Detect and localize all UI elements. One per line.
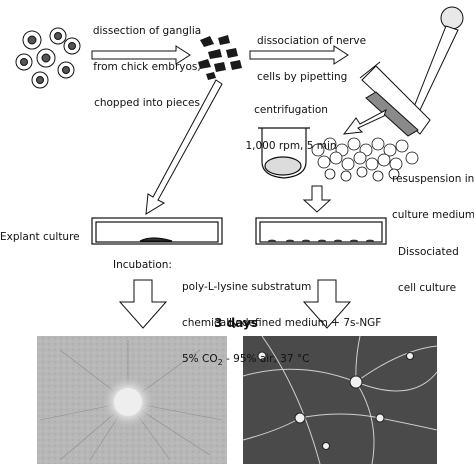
- label-air-prefix: 5% CO: [182, 353, 218, 365]
- explant-dish: [91, 217, 223, 245]
- label-resuspension-line2: culture medium: [392, 209, 474, 221]
- label-dissection-line1: dissection of ganglia: [92, 25, 202, 37]
- label-air-suffix: - 95% air, 37 °C: [222, 353, 310, 365]
- label-centrifugation-line1: centrifugation: [254, 104, 328, 116]
- label-dissociation: dissociation of nerve cells by pipetting: [257, 11, 366, 95]
- label-centrifugation: centrifugation 1,000 rpm, 5 min: [240, 80, 342, 164]
- arrow-incubation-right: [302, 279, 352, 329]
- arrow-dissociation: [249, 45, 349, 65]
- arrow-dissection: [91, 45, 191, 65]
- label-dissociated-line1: Dissociated: [398, 246, 459, 258]
- label-incubation: Incubation:: [113, 259, 172, 271]
- label-explant-culture: Explant culture: [0, 231, 80, 243]
- label-air-sub: 2: [217, 358, 223, 368]
- label-air: 5% CO2 - 95% air, 37 °C: [182, 353, 381, 369]
- ganglia-illustration: [15, 27, 81, 89]
- arrow-centrifugation: [342, 108, 387, 135]
- arrow-to-dissociated: [302, 185, 332, 213]
- label-resuspension-line1: resuspension in: [392, 173, 474, 185]
- label-resuspension: resuspension in culture medium: [392, 149, 474, 233]
- label-dissociated-culture: Dissociated cell culture: [398, 222, 459, 306]
- tissue-pieces: [198, 35, 242, 80]
- label-dissection-line2: from chick embryos,: [93, 61, 201, 73]
- explant-micrograph: [37, 336, 227, 464]
- label-centrifugation-line2: 1,000 rpm, 5 min: [245, 140, 337, 152]
- label-duration: 3 days: [214, 316, 258, 330]
- label-substratum: poly-L-lysine substratum: [182, 281, 312, 293]
- label-dissociation-line1: dissociation of nerve: [257, 35, 367, 47]
- label-medium: chemically-defined medium + 7s-NGF: [182, 317, 382, 329]
- centrifuge-tube: [258, 127, 310, 179]
- label-dissociated-line2: cell culture: [398, 282, 457, 294]
- label-dissection-line3: chopped into pieces: [94, 97, 200, 109]
- arrow-incubation-left: [118, 279, 168, 329]
- label-dissociation-line2: cells by pipetting: [257, 71, 348, 83]
- label-dissection: dissection of ganglia from chick embryos…: [82, 1, 212, 121]
- pipette-tube-illustration: [359, 6, 464, 137]
- dissociated-micrograph: [242, 335, 438, 465]
- incubation-conditions: poly-L-lysine substratum chemically-defi…: [182, 257, 381, 381]
- arrow-to-explant: [145, 79, 223, 215]
- resuspended-cells: [311, 137, 419, 182]
- dissociated-dish: [255, 217, 387, 245]
